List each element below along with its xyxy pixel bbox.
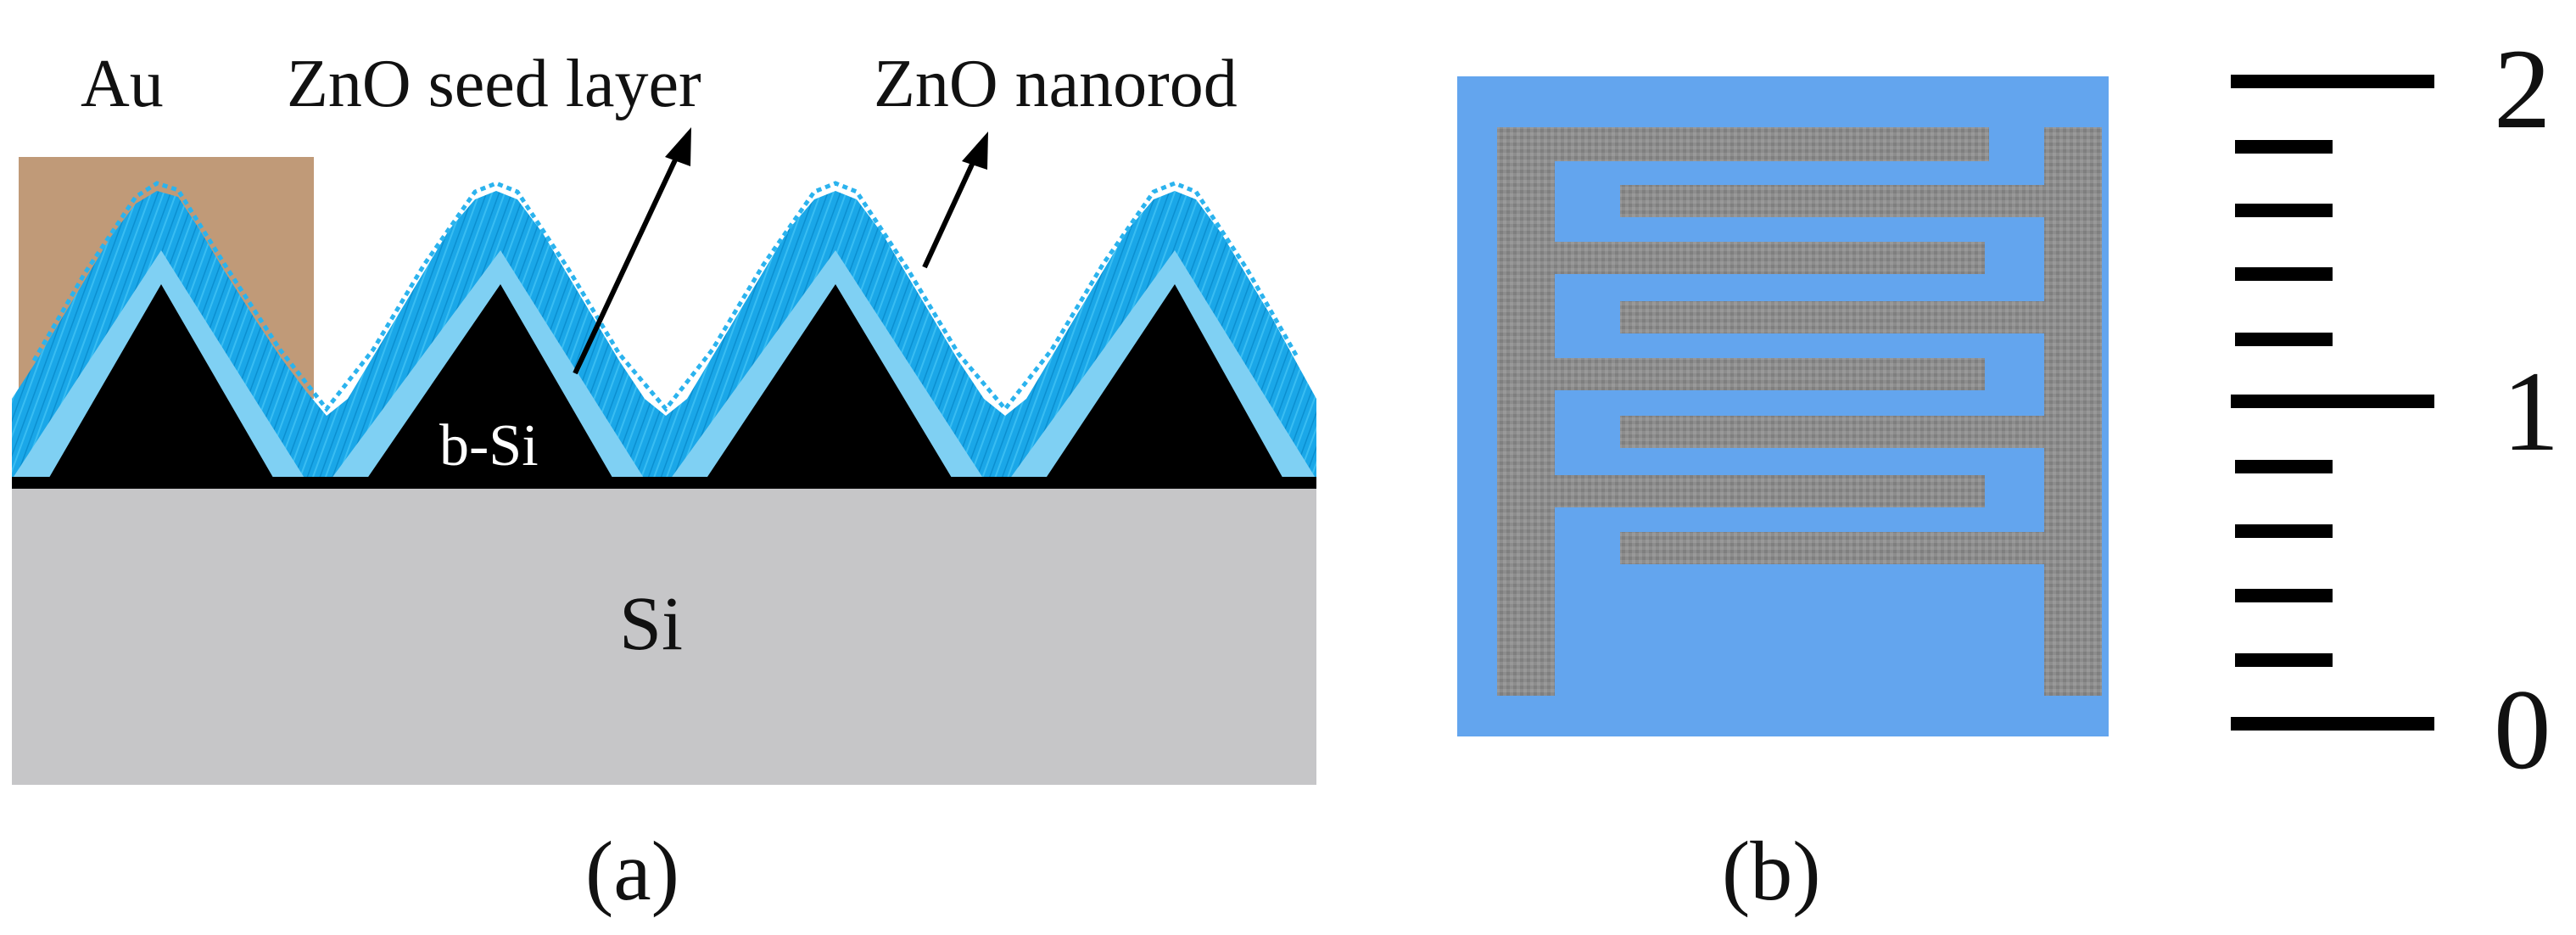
panel-b: 2 1 0 (b)	[1457, 26, 2560, 918]
nanorod-label: ZnO nanorod	[874, 47, 1238, 121]
seed-layer-arrow	[573, 151, 681, 375]
scale-label-0: 0	[2494, 667, 2551, 793]
b-si-pyramids	[47, 284, 1285, 482]
interdigitated-electrode	[1497, 127, 2102, 696]
nanorod-arrowhead	[962, 132, 988, 170]
caption-b: (b)	[1722, 824, 1821, 918]
si-substrate	[12, 488, 1316, 785]
si-label: Si	[619, 582, 683, 666]
tick-major-1	[2231, 395, 2434, 408]
caption-a: (a)	[585, 824, 679, 918]
tick-major-2	[2231, 75, 2434, 88]
scale-bar	[2231, 75, 2434, 731]
b-si-base-line	[12, 477, 1316, 489]
scale-label-1: 1	[2502, 349, 2560, 475]
tick-major-0	[2231, 717, 2434, 731]
zno-nanorod-layer	[12, 191, 1316, 482]
scale-label-2: 2	[2494, 26, 2551, 153]
nanorod-arrow	[922, 155, 978, 269]
au-label: Au	[81, 47, 164, 121]
panel-a: Au ZnO seed layer ZnO nanorod b-Si Si (a…	[12, 47, 1316, 918]
seed-layer-label: ZnO seed layer	[287, 47, 701, 121]
electrode-substrate	[1457, 76, 2109, 736]
b-si-label: b-Si	[439, 413, 539, 479]
seed-layer-arrowhead	[665, 127, 691, 166]
nanorod-spikes	[31, 181, 1300, 413]
